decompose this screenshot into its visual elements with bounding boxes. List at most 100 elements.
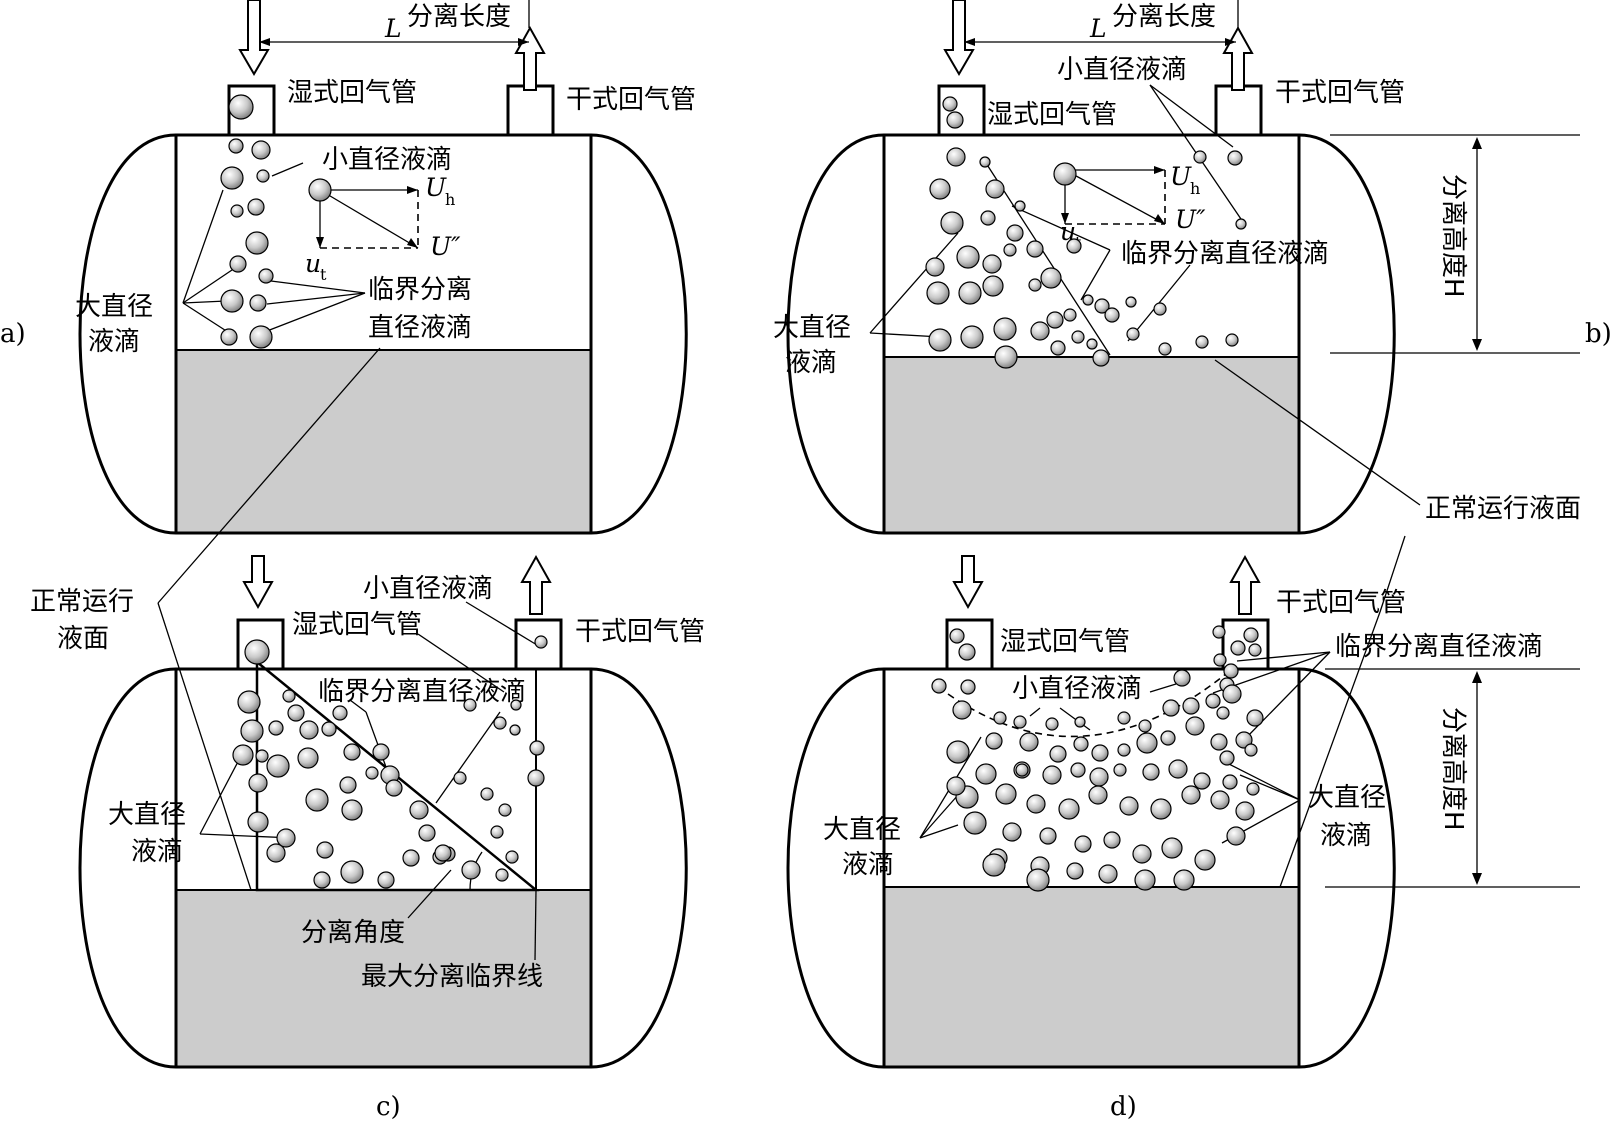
droplet-d-43 (1168, 759, 1188, 779)
droplet-a-3 (256, 169, 270, 183)
wet-pipe-label-b: 湿式回气管 (987, 100, 1117, 130)
droplet-b-33 (1050, 340, 1066, 356)
length-symbol-b: L (1089, 14, 1107, 43)
droplet-d-19 (1213, 653, 1227, 667)
droplet-b-16 (1040, 267, 1062, 289)
droplet-a-8 (229, 255, 247, 273)
dry-pipe-label-d: 干式回气管 (1276, 588, 1406, 618)
leaders-d (919, 535, 1580, 888)
droplet-b-38 (1225, 333, 1239, 347)
droplet-b-27 (1153, 302, 1167, 316)
dry-pipe-b (1214, 84, 1263, 137)
droplet-d-9 (1117, 711, 1131, 725)
critical-label-a-2: 直径液滴 (368, 313, 472, 343)
droplet-c-27 (461, 860, 481, 880)
droplet-b-44 (1053, 162, 1077, 186)
droplet-c-22 (418, 824, 436, 842)
panel-d: 正常运行液面 湿式回气管 干式回气管 临界分离直径液滴 小直径液滴 大直径 液滴… (786, 494, 1581, 1069)
droplet-d-20 (1243, 627, 1259, 643)
droplet-b-1 (946, 111, 964, 129)
wet-pipe-label-d: 湿式回气管 (1000, 627, 1130, 657)
droplet-d-12 (1182, 697, 1200, 715)
droplet-c-3 (248, 773, 268, 793)
droplet-a-1 (228, 138, 244, 154)
droplet-d-26 (1019, 732, 1039, 752)
droplet-d-40 (1089, 767, 1109, 787)
droplet-c-35 (377, 871, 395, 889)
uh-label-b: U (1170, 162, 1192, 191)
droplet-b-8 (980, 210, 996, 226)
small-droplet-label-c: 小直径液滴 (363, 574, 493, 604)
droplet-b-22 (1082, 294, 1094, 306)
droplet-d-4 (952, 700, 972, 720)
droplet-c-5 (268, 720, 284, 736)
large-droplet-label-c-2: 液滴 (131, 837, 183, 867)
droplet-d-55 (1150, 798, 1172, 820)
droplet-d-61 (1039, 827, 1057, 845)
droplet-d-22 (1222, 684, 1242, 704)
droplet-b-2 (946, 147, 966, 167)
droplet-d-17 (1212, 625, 1226, 639)
droplet-d-51 (1026, 794, 1046, 814)
droplet-d-28 (1073, 736, 1089, 752)
leaders-a (182, 162, 366, 335)
length-label-a: 分离长度 (407, 2, 511, 32)
droplet-d-0 (949, 628, 965, 644)
critical-label-c: 临界分离直径液滴 (318, 677, 526, 707)
droplet-d-6 (1013, 715, 1027, 729)
droplet-b-11 (956, 245, 980, 269)
droplet-c-13 (332, 705, 348, 721)
droplet-a-6 (247, 198, 265, 216)
droplet-b-20 (958, 281, 982, 305)
normal-level-label-1: 正常运行 (30, 587, 134, 617)
droplet-d-44 (1193, 772, 1211, 790)
droplet-d-62 (1074, 835, 1092, 853)
droplet-d-52 (1058, 798, 1080, 820)
droplet-d-13 (1205, 693, 1221, 709)
droplet-c-10 (299, 720, 319, 740)
upp-label-a: U″ (430, 232, 461, 261)
caption-a: a) (0, 319, 26, 349)
droplet-b-23 (1125, 296, 1137, 308)
large-droplet-label-a-1: 大直径 (75, 292, 153, 322)
droplet-c-6 (266, 754, 290, 778)
droplet-d-54 (1119, 796, 1139, 816)
leaders-c (157, 347, 538, 961)
large-right-label-d-1: 大直径 (1308, 783, 1386, 813)
droplet-d-59 (963, 811, 987, 835)
droplet-d-8 (1074, 716, 1086, 728)
droplet-d-64 (1132, 844, 1152, 864)
height-label-d: 分离高度H (1438, 707, 1468, 831)
droplet-a-12 (220, 328, 238, 346)
droplet-c-42 (453, 771, 467, 785)
outlet-arrow-a (514, 25, 546, 91)
droplet-d-46 (1246, 782, 1260, 796)
droplet-d-70 (1066, 862, 1084, 880)
droplet-b-35 (1126, 327, 1140, 341)
dry-pipe-label-c: 干式回气管 (575, 617, 705, 647)
uh-sub-a: h (445, 190, 455, 209)
droplet-c-31 (527, 769, 545, 787)
droplet-d-27 (1049, 745, 1067, 763)
droplet-c-47 (232, 744, 254, 766)
outlet-arrow-c (520, 554, 552, 615)
large-droplet-label-b-2: 液滴 (785, 348, 837, 378)
droplet-d-29 (1091, 744, 1109, 762)
droplet-a-11 (249, 294, 267, 312)
droplet-b-41 (1193, 150, 1207, 164)
droplet-b-5 (985, 179, 1005, 199)
length-symbol-a: L (384, 14, 402, 43)
droplet-c-48 (534, 635, 548, 649)
droplet-b-42 (1092, 349, 1110, 367)
droplet-c-36 (402, 849, 420, 867)
droplet-d-16 (1223, 663, 1239, 679)
vessel-a (78, 133, 688, 535)
droplet-b-21 (1094, 298, 1110, 314)
droplet-d-58 (1235, 801, 1255, 821)
droplet-d-72 (1134, 869, 1156, 891)
droplet-c-8 (305, 788, 329, 812)
caption-d: d) (1110, 1092, 1137, 1122)
small-droplet-label-b: 小直径液滴 (1057, 55, 1187, 85)
droplet-b-10 (1003, 243, 1017, 257)
droplet-d-67 (1226, 826, 1246, 846)
